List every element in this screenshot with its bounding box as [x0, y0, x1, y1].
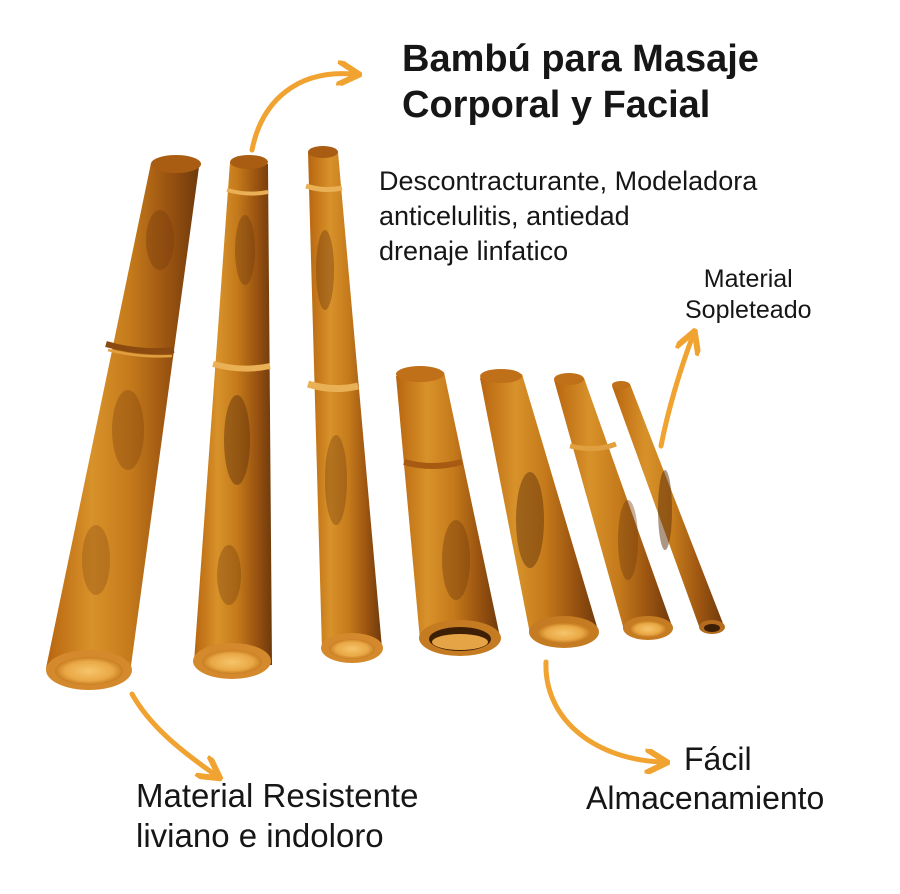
- arrow-to-torch-note: [658, 338, 692, 449]
- bamboo-stick-3: [305, 146, 383, 663]
- benefits-text: Descontracturante, Modeladora anticeluli…: [379, 164, 757, 269]
- bamboo-stick-5: [480, 369, 599, 648]
- bamboo-stick-1: [46, 155, 201, 690]
- product-title-line-2: Corporal y Facial: [402, 84, 711, 127]
- resist-note-line-1: Material Resistente: [136, 777, 419, 814]
- torch-note-line-1: Material: [703, 265, 793, 293]
- benefits-line-3: drenaje linfatico: [379, 236, 569, 267]
- bamboo-stick-2: [193, 155, 272, 679]
- arrow-to-storage-note: [543, 659, 660, 762]
- product-title: Bambú para Masaje Corporal y Facial: [402, 36, 759, 129]
- bamboo-stick-7: [612, 381, 725, 634]
- storage-note-line-1: Fácil: [684, 741, 752, 777]
- arrow-to-title: [249, 74, 352, 153]
- bamboo-stick-6: [554, 373, 673, 640]
- bamboo-stick-4: [396, 366, 501, 656]
- product-title-line-1: Bambú para Masaje: [402, 38, 759, 80]
- resist-note-line-2: liviano e indoloro: [136, 817, 384, 855]
- arrow-to-resist-note: [129, 691, 214, 774]
- torch-note-line-2: Sopleteado: [685, 295, 812, 324]
- benefits-line-1: Descontracturante, Modeladora: [379, 166, 758, 196]
- storage-note-line-2: Almacenamiento: [586, 780, 825, 817]
- torch-material-note: Material Sopleteado: [685, 264, 812, 325]
- resistant-material-note: Material Resistente liviano e indoloro: [136, 776, 418, 857]
- benefits-line-2: anticelulitis, antiedad: [379, 201, 630, 232]
- easy-storage-note: Fácil Almacenamiento: [586, 740, 824, 818]
